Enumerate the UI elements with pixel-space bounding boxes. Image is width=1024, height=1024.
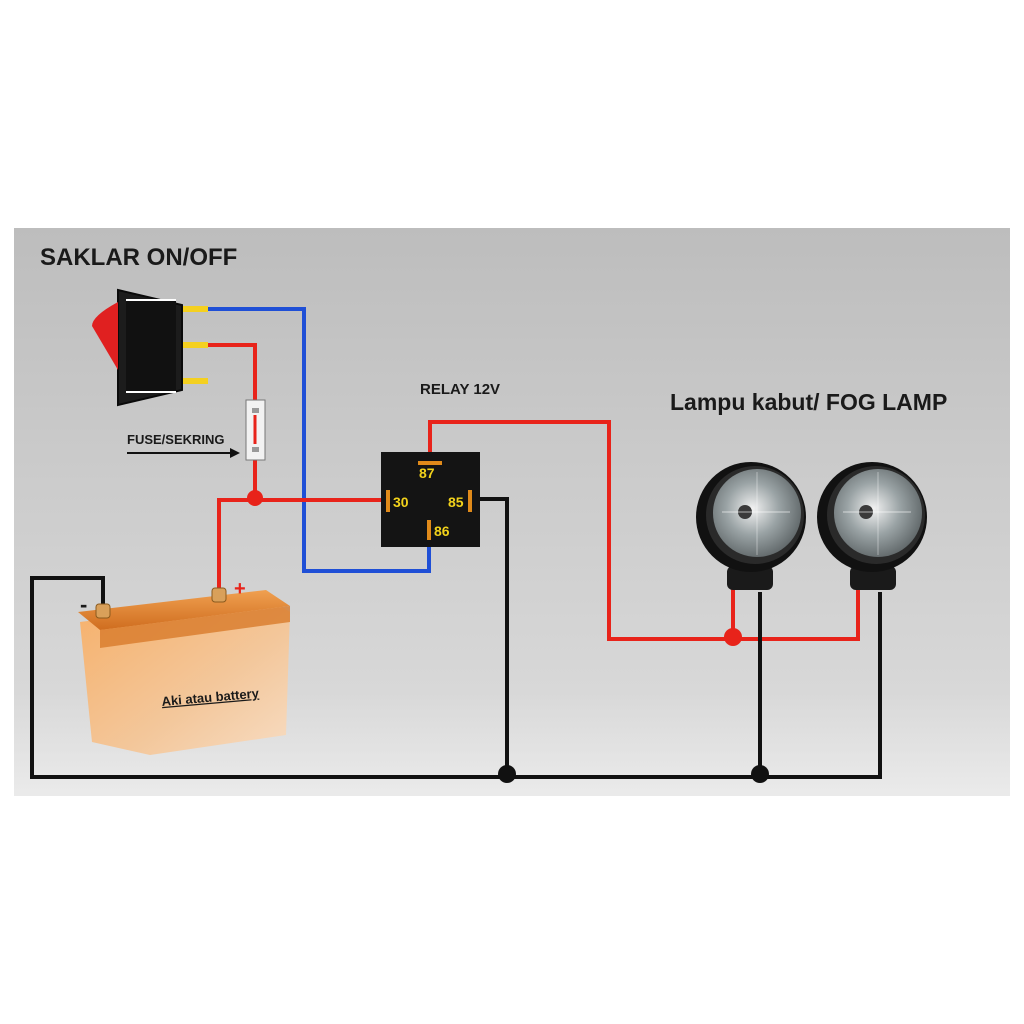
relay-pin-85: 85 <box>448 494 464 510</box>
black-wire-battery-negative <box>30 576 882 779</box>
fog-lamp-left <box>696 462 806 590</box>
red-wire-relay87-to-lamps <box>428 420 860 641</box>
relay-pin-86: 86 <box>434 523 450 539</box>
fuse-label: FUSE/SEKRING <box>127 432 225 447</box>
red-wire-battery-to-relay30 <box>217 498 386 590</box>
battery-minus-sign: - <box>80 592 87 617</box>
blue-control-wire <box>208 307 431 573</box>
junction-dot-ground-lamp <box>751 765 769 783</box>
fog-lamp-right <box>817 462 927 590</box>
relay-pin-30: 30 <box>393 494 409 510</box>
black-wire-relay85-to-ground <box>480 497 509 774</box>
fuse-pointer-arrow <box>127 448 240 458</box>
relay-label: RELAY 12V <box>420 381 500 398</box>
battery-plus-sign: + <box>234 578 246 600</box>
rocker-switch <box>92 288 208 407</box>
battery <box>78 587 290 755</box>
switch-label: SAKLAR ON/OFF <box>40 244 237 271</box>
red-wire-switch-to-fuse <box>208 343 257 400</box>
fuse-icon <box>245 399 266 461</box>
junction-dot-red-fuse <box>247 490 263 506</box>
relay: 87 30 85 86 <box>381 452 480 547</box>
junction-dot-ground-relay <box>498 765 516 783</box>
junction-dot-red-lamps <box>724 628 742 646</box>
fog-lamp-label: Lampu kabut/ FOG LAMP <box>670 389 947 415</box>
relay-pin-87: 87 <box>419 465 435 481</box>
